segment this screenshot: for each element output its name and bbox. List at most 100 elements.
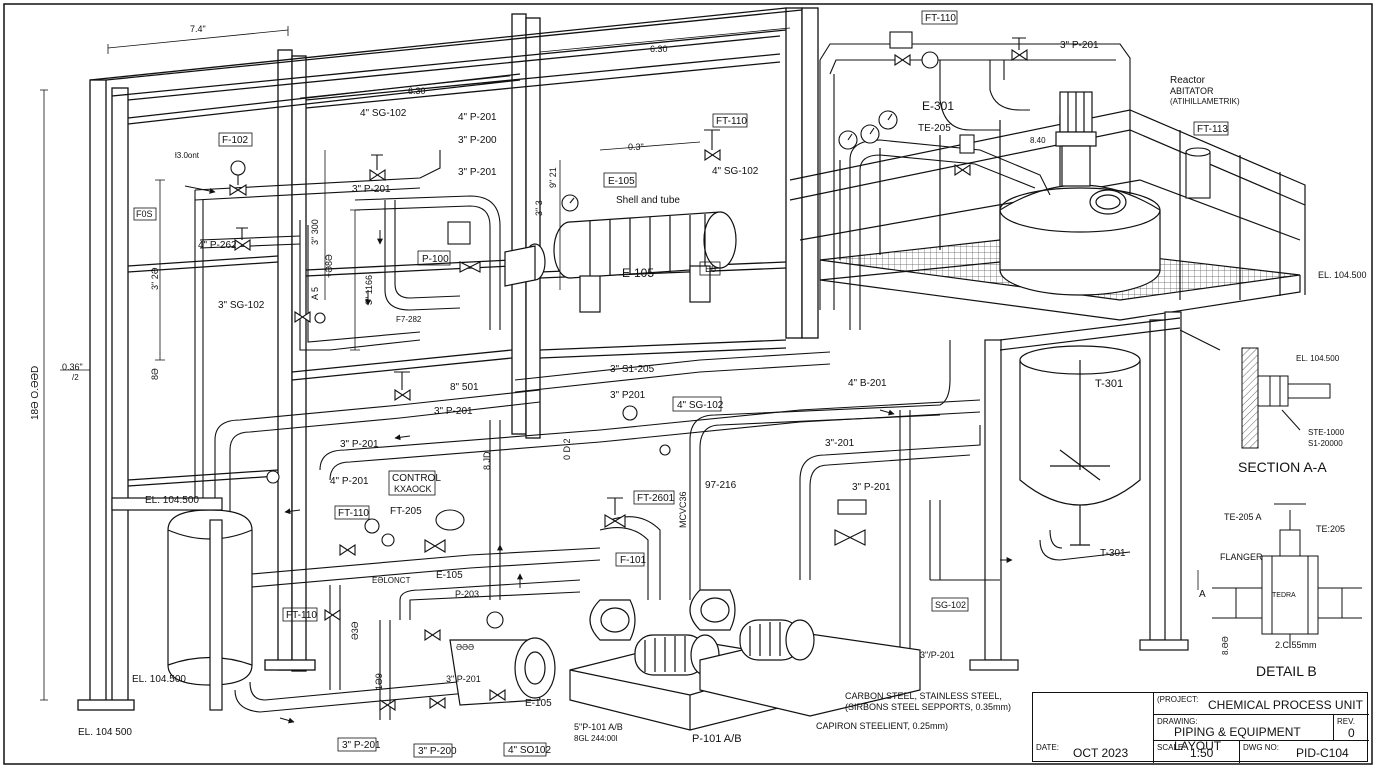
label-shell-tube: Shell and tube	[616, 195, 680, 206]
label-f7-282: F7-282	[396, 315, 422, 324]
gate-valve-p262	[234, 227, 251, 252]
label-el-section: EL. 104.500	[1296, 354, 1340, 363]
label-e105-tag: E-105	[608, 176, 635, 187]
label-s216: 97-216	[705, 480, 737, 491]
label-ft2601: FT-2601	[637, 493, 675, 504]
label-detail-b: DETAIL B	[1256, 663, 1317, 679]
label-arrow-a: A	[1199, 589, 1206, 600]
valve-e301	[954, 134, 975, 177]
dim-right-note: 8.40	[1030, 136, 1046, 145]
dim-center-v1: 8 JD	[482, 451, 492, 470]
control-valve-low	[266, 470, 395, 557]
label-control: CONTROL	[392, 473, 441, 484]
label-reactor: Reactor	[1170, 75, 1206, 86]
label-p201-far: 3" P-201	[1060, 40, 1099, 51]
dim-left-height: 18Ə O.ƏƏD	[30, 366, 41, 420]
label-p201-top: 4" P-201	[458, 112, 497, 123]
valve-ft110-mid	[704, 129, 721, 162]
label-e8: E8	[705, 264, 716, 274]
drawing-value: PIPING & EQUIPMENT LAYOUT	[1174, 725, 1301, 753]
label-ste-1000: STE-1000	[1308, 428, 1345, 437]
dim-e105-height: 9" 21	[548, 167, 558, 188]
label-sg102-top: 4" SG-102	[360, 108, 407, 119]
label-te205b: TE:205	[1316, 524, 1345, 534]
label-agitator-sub: (ATIHILLAMETRIK)	[1170, 97, 1240, 106]
valve-ft2601	[604, 497, 626, 528]
sheet-border	[3, 3, 1373, 765]
label-p201-d: 3" P201	[610, 390, 646, 401]
label-e105-main: E-105	[622, 266, 654, 280]
label-f102-note: ƚ3.0ont	[175, 151, 200, 160]
scale-value: 1:50	[1190, 746, 1214, 760]
gate-valve-sg102	[294, 310, 326, 324]
label-e105-low: E-105	[436, 570, 463, 581]
label-s501: 8" 501	[450, 382, 479, 393]
control-valve-p201	[834, 499, 867, 546]
dim-e105-width: 0.3"	[628, 142, 644, 152]
gate-valve-f102	[229, 160, 247, 196]
label-t301-low: T-301	[1100, 548, 1126, 559]
label-p262: 4" P-262	[198, 240, 237, 251]
dim-left-small-sub: /2	[72, 373, 79, 382]
gate-valve-p201-top	[369, 154, 386, 182]
label-control-sub: KXAOCK	[394, 484, 432, 494]
label-flanger: FLANGER	[1220, 552, 1263, 562]
gauge-center	[622, 405, 671, 456]
steel-frame	[77, 7, 819, 711]
label-t301-top: T-301	[1095, 378, 1123, 390]
valve-ft205	[424, 509, 465, 553]
flow-arrows	[184, 185, 1013, 724]
dim-top-span: 6.30	[650, 44, 668, 54]
elevation-right: EL. 104.500	[1318, 270, 1367, 280]
label-tedra: TEDRA	[1272, 592, 1296, 599]
label-te205-top: TE-205	[918, 123, 951, 134]
label-ft110-left: FT-110	[286, 610, 317, 621]
valves-instruments	[229, 31, 1211, 712]
rev-label: REV.	[1337, 717, 1355, 726]
label-b201: 4" B-201	[848, 378, 887, 389]
label-p200-b: 3" P-200	[418, 746, 457, 757]
title-block-rev-cell: REV. 0	[1333, 715, 1369, 741]
label-bgl: 8GL 244:00l	[574, 734, 618, 743]
label-ft110-low: FT-110	[338, 508, 369, 519]
label-p200: 3" P-200	[458, 135, 497, 146]
label-f0s: F0S	[136, 209, 153, 219]
label-p100: P-100	[422, 254, 449, 265]
pressure-gauge-e105	[561, 194, 579, 212]
label-pump-note2: ƏƏƏ	[456, 643, 474, 652]
dim-left-v2: 8Ə	[150, 368, 160, 380]
label-sg102-low: SG-102	[935, 600, 966, 610]
heat-exchanger-lower	[449, 637, 556, 706]
drawing-label: DRAWING:	[1157, 717, 1198, 726]
label-detail-dim: 8.ƏƏ	[1221, 636, 1230, 655]
elevation-base: EL. 104 500	[78, 727, 132, 738]
label-p201-left: 4" P-201	[330, 476, 369, 487]
valve-bottom-row	[379, 688, 506, 712]
project-value: CHEMICAL PROCESS UNIT	[1208, 698, 1363, 712]
label-material-1: CARBON STEEL, STAINLESS STEEL,	[845, 691, 1002, 701]
dwg-label: DWG NO:	[1243, 743, 1279, 752]
label-agitator: ABITATOR	[1170, 86, 1214, 96]
label-dash201: 3"-201	[825, 438, 855, 449]
dim-mid-span: 6.30	[408, 86, 426, 96]
date-label: DATE:	[1036, 743, 1059, 752]
dim-left-small: 0.36"	[62, 362, 83, 372]
title-block-date-cell: DATE: OCT 2023	[1033, 741, 1153, 763]
dim-left-v1: 3" 2Ə	[150, 267, 160, 290]
section-a-a-detail	[1241, 347, 1331, 449]
label-ft110-mid: FT-110	[716, 116, 747, 127]
title-block-drawing-cell: DRAWING: PIPING & EQUIPMENT LAYOUT	[1153, 715, 1333, 753]
label-c55: 2.C.55mm	[1275, 640, 1317, 650]
label-sg102-left: 3" SG-102	[218, 300, 265, 311]
dim-height-3: +Ə8Ə	[324, 254, 334, 278]
elevation-bottom: EL. 104.500	[132, 674, 186, 685]
label-e301: E-301	[922, 99, 954, 113]
pipe-network	[194, 43, 1131, 720]
label-s201: 3" S1-205	[610, 364, 655, 375]
label-e105-bottom: E-105	[525, 698, 552, 709]
label-te205a: TE-205 A	[1224, 512, 1262, 522]
label-sg102-mid: 4" SG-102	[712, 166, 759, 177]
title-block-dwg-cell: DWG NO: PID-C104	[1239, 741, 1369, 763]
dim-left-v4: 1Ə9	[374, 673, 384, 690]
